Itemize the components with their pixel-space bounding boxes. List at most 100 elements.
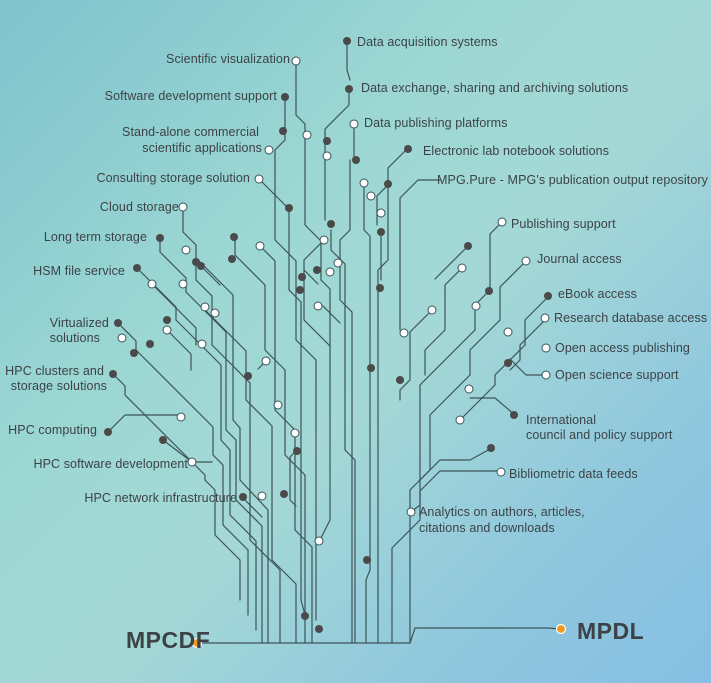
node-dot-light xyxy=(210,308,220,318)
node-dot-dark xyxy=(285,204,293,212)
node-dot-dark xyxy=(281,93,289,101)
node-dot-dark xyxy=(280,490,288,498)
node-dot-dark xyxy=(352,156,360,164)
node-dot-light xyxy=(117,333,127,343)
circuit-wire xyxy=(159,237,263,644)
node-dot-dark xyxy=(197,262,205,270)
label-bibliometric-data-feeds: Bibliometric data feeds xyxy=(509,467,638,481)
node-dot-light xyxy=(322,151,332,161)
label-data-acquisition: Data acquisition systems xyxy=(357,35,498,49)
node-dot-dark xyxy=(130,349,138,357)
node-dot-light xyxy=(264,145,274,155)
node-dot-light xyxy=(319,235,329,245)
label-virtualized-1: Virtualized xyxy=(49,316,109,330)
node-dot-light xyxy=(359,178,369,188)
label-analytics-2: citations and downloads xyxy=(419,521,555,535)
root-dot xyxy=(555,623,567,635)
circuit-wire xyxy=(399,311,431,401)
node-dot-light xyxy=(399,328,409,338)
node-dot-dark xyxy=(230,233,238,241)
label-hpc-network-infrastructure: HPC network infrastructure xyxy=(84,491,237,505)
circuit-wire xyxy=(196,627,561,644)
label-data-exchange: Data exchange, sharing and archiving sol… xyxy=(361,81,629,95)
node-dot-light xyxy=(273,400,283,410)
node-dot-light xyxy=(427,305,437,315)
label-cloud-storage: Cloud storage xyxy=(99,200,179,214)
node-dot-dark xyxy=(376,284,384,292)
circuit-wire xyxy=(195,264,281,644)
node-dot-dark xyxy=(384,180,392,188)
circuit-wire xyxy=(112,373,241,601)
circuit-wire xyxy=(117,322,249,616)
node-dot-light xyxy=(349,119,359,129)
circuit-wire xyxy=(303,239,331,347)
node-dot-light xyxy=(457,263,467,273)
node-dot-light xyxy=(521,256,531,266)
circuit-wire xyxy=(289,448,299,507)
label-virtualized-2: solutions xyxy=(49,331,100,345)
node-dot-light xyxy=(376,208,386,218)
root-label-mpdl: MPDL xyxy=(577,618,645,644)
node-dot-dark xyxy=(343,37,351,45)
node-dot-light xyxy=(181,245,191,255)
label-standalone-2: scientific applications xyxy=(142,141,262,155)
node-dot-dark xyxy=(114,319,122,327)
node-dot-light xyxy=(291,56,301,66)
node-dot-dark xyxy=(298,273,306,281)
circuit-wire xyxy=(107,414,182,433)
label-hsm-file-service: HSM file service xyxy=(33,264,125,278)
label-software-development-support: Software development support xyxy=(104,89,277,103)
node-dot-light xyxy=(496,467,506,477)
circuit-wire xyxy=(339,159,353,644)
circuit-wire xyxy=(136,267,257,631)
node-dot-dark xyxy=(279,127,287,135)
node-dot-light xyxy=(254,174,264,184)
node-dot-dark xyxy=(133,264,141,272)
node-dot-light xyxy=(325,267,335,277)
node-dot-light xyxy=(178,202,188,212)
node-dot-light xyxy=(162,325,172,335)
circuit-wire xyxy=(166,329,192,371)
circuit-wire xyxy=(419,447,493,481)
node-dot-light xyxy=(471,301,481,311)
node-dot-dark xyxy=(464,242,472,250)
node-dot-light xyxy=(406,507,416,517)
circuit-wire xyxy=(205,310,297,644)
node-dot-light xyxy=(540,313,550,323)
node-dot-dark xyxy=(487,444,495,452)
label-consulting-storage: Consulting storage solution xyxy=(96,171,250,185)
node-dot-light xyxy=(147,279,157,289)
node-dot-dark xyxy=(377,228,385,236)
circuit-wire xyxy=(200,265,221,286)
circuit-wire xyxy=(322,305,341,324)
label-international-2: council and policy support xyxy=(526,428,673,442)
node-dot-dark xyxy=(301,612,309,620)
label-scientific-visualization: Scientific visualization xyxy=(166,52,290,66)
node-dot-dark xyxy=(228,255,236,263)
node-dot-dark xyxy=(109,370,117,378)
node-dot-dark xyxy=(367,364,375,372)
node-dot-dark xyxy=(345,85,353,93)
circuit-wire xyxy=(399,179,441,331)
node-dot-light xyxy=(464,384,474,394)
node-dot-light xyxy=(503,327,513,337)
circuit-wire xyxy=(509,317,548,371)
circuit-wire xyxy=(434,245,469,280)
circuit-wire xyxy=(303,269,319,285)
label-hpc-software-development: HPC software development xyxy=(33,457,188,471)
circuit-wire xyxy=(409,261,526,644)
circuit-wire xyxy=(274,96,317,621)
label-research-database-access: Research database access xyxy=(554,311,708,325)
node-dot-dark xyxy=(159,436,167,444)
node-dot-light xyxy=(366,191,376,201)
node-dot-light xyxy=(455,415,465,425)
node-dot-dark xyxy=(156,234,164,242)
node-dot-light xyxy=(257,491,267,501)
node-dot-dark xyxy=(244,372,252,380)
circuit-wire xyxy=(377,149,407,644)
node-dot-dark xyxy=(327,220,335,228)
node-dot-light xyxy=(178,279,188,289)
node-dot-light xyxy=(255,241,265,251)
